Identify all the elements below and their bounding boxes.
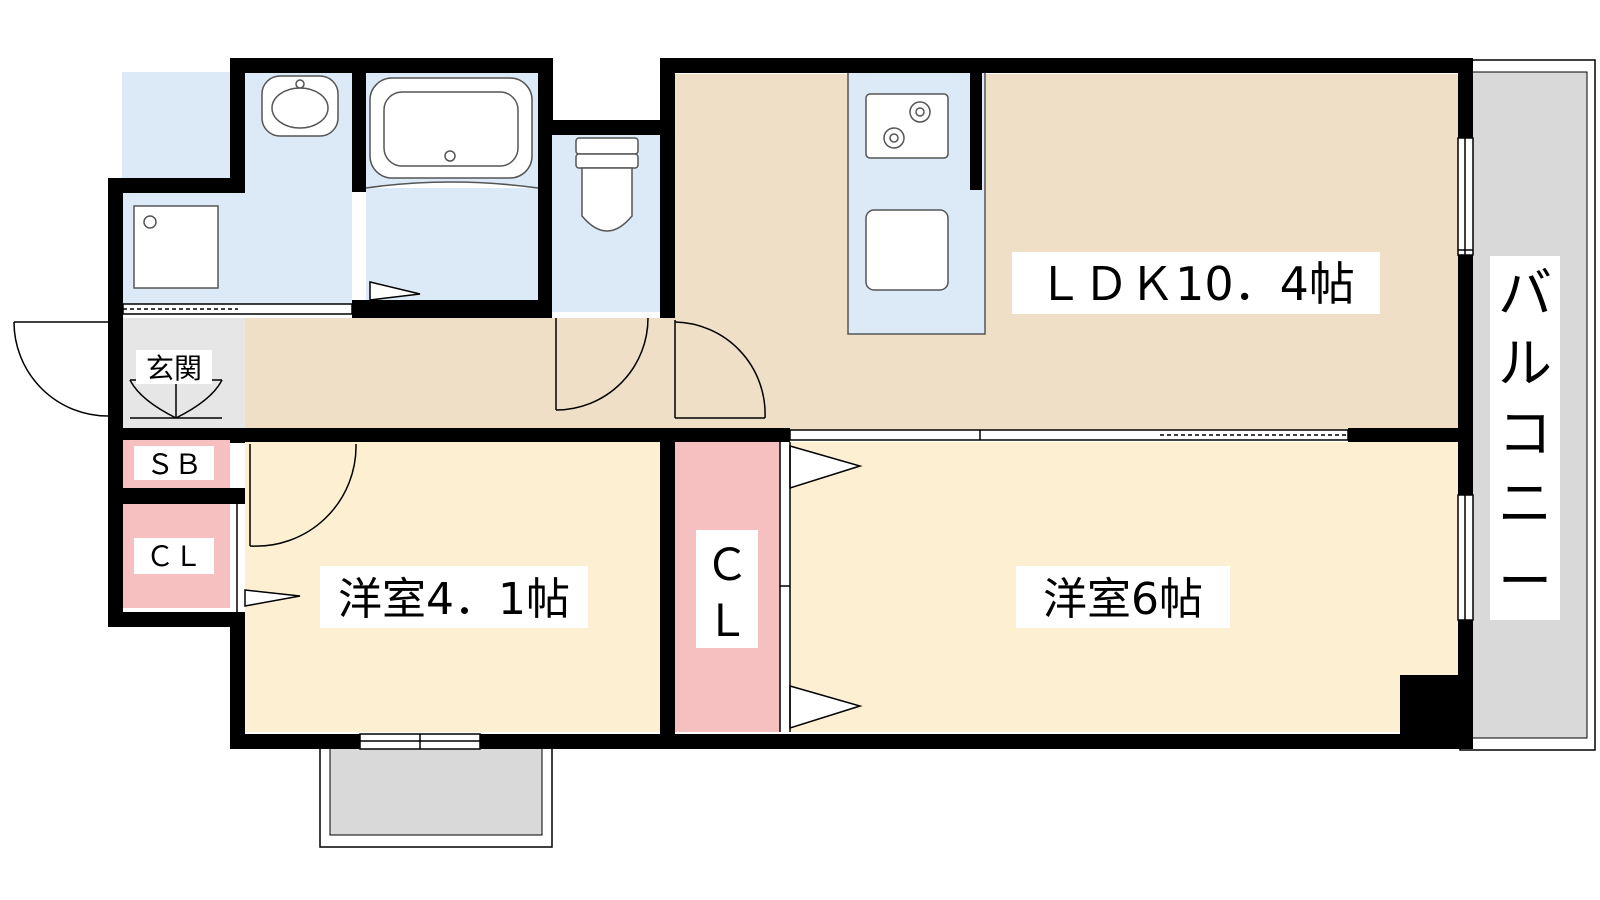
western-room-b-label: 洋室6帖 xyxy=(1043,574,1203,625)
balcony-label-char-1: バ xyxy=(1498,262,1552,325)
closet-small-label-group: ＣＬ xyxy=(134,538,214,574)
entrance-label: 玄関 xyxy=(146,352,202,385)
western-room-a-label-group: 洋室4．1帖 xyxy=(320,566,588,628)
walls xyxy=(108,58,1473,749)
closet-c-label-group: Ｃ Ｌ xyxy=(696,530,758,648)
doors xyxy=(13,281,863,732)
balcony-label-char-2: ル xyxy=(1498,332,1552,395)
shoe-box-label-group: ＳＢ xyxy=(134,446,214,481)
toilet xyxy=(575,137,639,232)
western-room-b-label-group: 洋室6帖 xyxy=(1016,566,1230,628)
balcony-south xyxy=(319,741,553,848)
ldk-label: ＬＤＫ10．4帖 xyxy=(1037,257,1355,311)
balcony-label-group: バ ル コ ニ ー xyxy=(1490,256,1560,620)
sink xyxy=(865,209,949,291)
washing-machine-pan xyxy=(133,205,219,289)
washbasin xyxy=(261,75,339,137)
closet-c-label: Ｃ xyxy=(705,540,749,591)
western-room-a-label: 洋室4．1帖 xyxy=(338,574,570,625)
windows xyxy=(122,137,1474,750)
entrance-label-group: 玄関 xyxy=(136,350,212,385)
ldk-label-group: ＬＤＫ10．4帖 xyxy=(1012,252,1380,314)
shoe-box-label: ＳＢ xyxy=(146,448,202,481)
balcony-label-char-3: コ xyxy=(1498,402,1552,465)
stove xyxy=(865,93,949,159)
bathtub xyxy=(365,77,539,189)
hallway-floor xyxy=(245,318,673,432)
balcony-label-char-5: ー xyxy=(1498,550,1552,613)
closet-l-label: Ｌ xyxy=(705,596,749,647)
closet-small-label: ＣＬ xyxy=(146,540,202,573)
balcony-label-char-4: ニ xyxy=(1498,472,1552,535)
balcony-east xyxy=(1459,59,1596,751)
